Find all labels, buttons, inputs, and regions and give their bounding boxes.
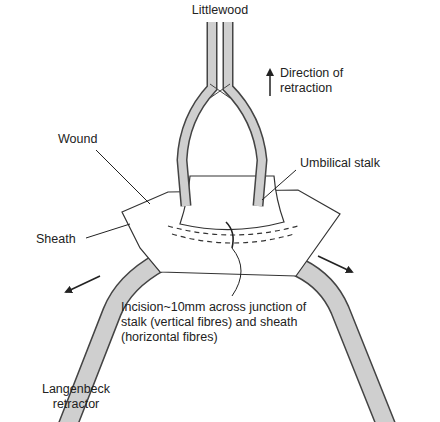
incision-label: Incision~10mm across junction of stalk (… <box>121 300 331 345</box>
wound-label: Wound <box>58 132 118 147</box>
langenbeck-retractor <box>62 262 392 422</box>
direction-label: Direction of retraction <box>280 66 360 96</box>
littlewood-forceps <box>182 22 262 206</box>
leader-line <box>96 150 150 204</box>
umbilical-stalk <box>180 176 284 230</box>
retractor-label: Langenbeck retractor <box>28 382 124 412</box>
direction-arrow <box>269 70 271 96</box>
leader-line <box>86 224 130 238</box>
leader-line <box>262 170 296 200</box>
retraction-arrow <box>318 256 352 272</box>
retraction-arrow <box>66 276 100 292</box>
forceps-label: Littlewood <box>160 3 280 18</box>
sheath-label: Sheath <box>36 232 86 247</box>
leader-line <box>232 248 241 296</box>
stalk-label: Umbilical stalk <box>300 156 430 171</box>
incision <box>226 222 233 248</box>
